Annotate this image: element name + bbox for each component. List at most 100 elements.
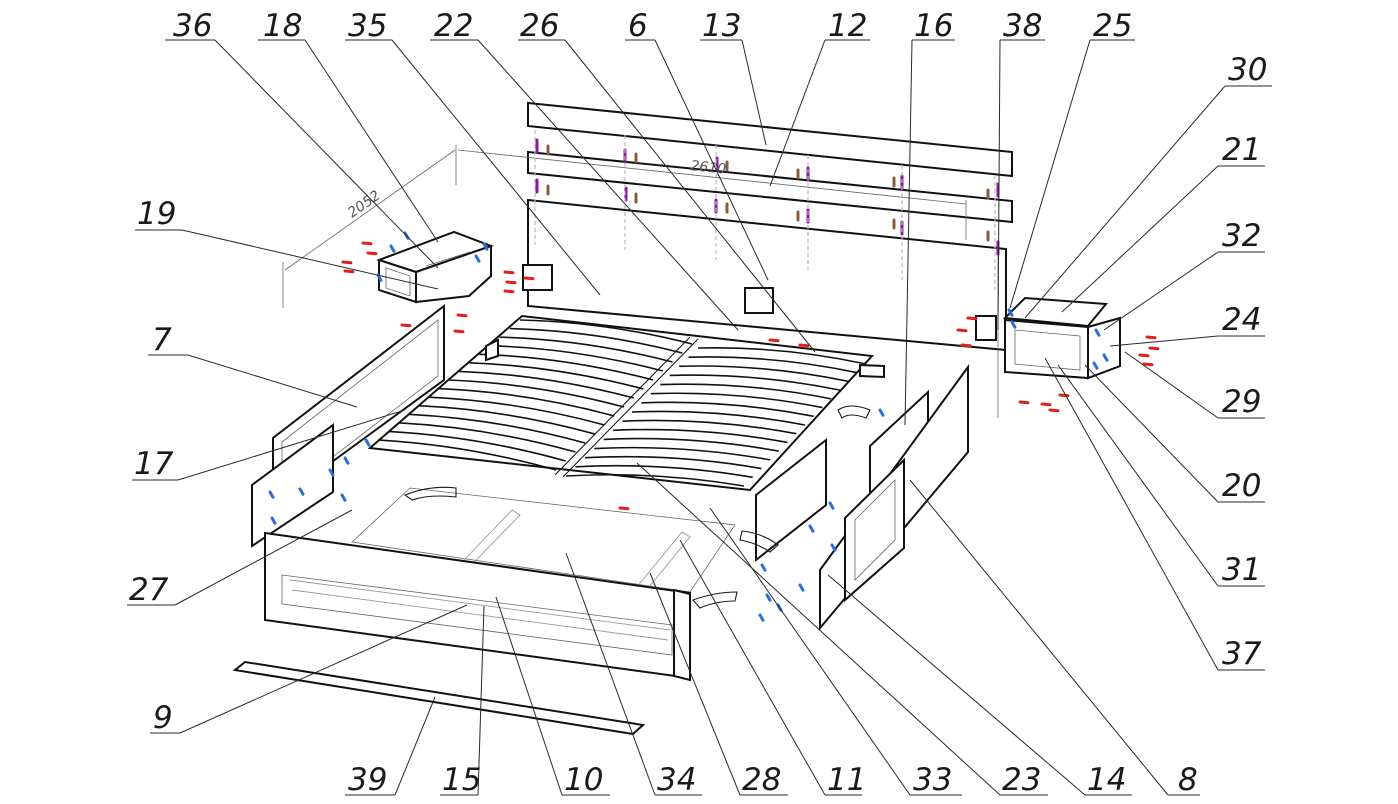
dowel-red bbox=[966, 316, 978, 321]
callout-36: 36 bbox=[173, 8, 212, 44]
dowel-red bbox=[1058, 393, 1070, 398]
dowel-red bbox=[341, 260, 353, 265]
callout-labels: 36 18 35 22 26 6 13 12 16 38 25 30 21 32… bbox=[129, 8, 1267, 798]
connector-blue bbox=[1010, 320, 1017, 329]
callout-15: 15 bbox=[442, 762, 481, 798]
slat-left bbox=[459, 370, 634, 399]
slat-left bbox=[499, 336, 673, 363]
slat-right bbox=[650, 392, 823, 409]
connector-blue bbox=[830, 543, 837, 552]
bedside-cabinet-left bbox=[375, 230, 494, 304]
callout-37: 37 bbox=[1222, 636, 1262, 672]
dowel-red bbox=[1048, 408, 1060, 413]
leader-lines bbox=[127, 39, 1272, 796]
callout-39: 39 bbox=[348, 762, 387, 798]
slat-right bbox=[622, 419, 797, 435]
slat-left bbox=[479, 353, 654, 381]
callout-9: 9 bbox=[153, 700, 173, 736]
callout-22: 22 bbox=[434, 8, 473, 44]
callout-25: 25 bbox=[1093, 8, 1132, 44]
side-rail-right bbox=[819, 363, 969, 631]
slat-left bbox=[519, 319, 693, 345]
callout-19: 19 bbox=[137, 196, 176, 232]
connector-blue bbox=[376, 273, 383, 282]
slat-right bbox=[603, 437, 779, 452]
slat-right bbox=[613, 428, 788, 444]
slat-left bbox=[377, 439, 557, 471]
dowel-red bbox=[956, 328, 968, 333]
dowel-red bbox=[453, 329, 465, 334]
dowel-red bbox=[960, 343, 972, 348]
callout-31: 31 bbox=[1222, 552, 1261, 588]
fasteners bbox=[268, 130, 1160, 622]
dowel-red bbox=[503, 289, 515, 294]
connector-blue bbox=[389, 244, 396, 253]
slat-left bbox=[438, 387, 615, 417]
connector-blue bbox=[343, 456, 350, 465]
callout-29: 29 bbox=[1222, 384, 1261, 420]
dowel-red bbox=[1040, 402, 1052, 407]
slat-left bbox=[418, 404, 596, 435]
connector-blue bbox=[1094, 328, 1101, 337]
connector-blue bbox=[298, 487, 305, 496]
dowel-red bbox=[1145, 335, 1157, 340]
callout-28: 28 bbox=[742, 762, 781, 798]
callout-21: 21 bbox=[1222, 132, 1261, 168]
callout-16: 16 bbox=[914, 8, 953, 44]
slat-left bbox=[509, 327, 683, 354]
callout-38: 38 bbox=[1003, 8, 1042, 44]
connector-blue bbox=[798, 583, 805, 592]
callout-30: 30 bbox=[1228, 52, 1267, 88]
footboard-front bbox=[264, 531, 691, 682]
connector-blue bbox=[765, 593, 772, 602]
connector-blue bbox=[1007, 308, 1014, 317]
dowel-red bbox=[523, 276, 535, 281]
slat-right bbox=[631, 410, 806, 426]
callout-27: 27 bbox=[129, 572, 169, 608]
callout-17: 17 bbox=[134, 446, 174, 482]
dowel-red bbox=[400, 323, 412, 328]
slat-left bbox=[408, 413, 586, 444]
callout-14: 14 bbox=[1087, 762, 1126, 798]
callout-7: 7 bbox=[152, 322, 172, 358]
callout-20: 20 bbox=[1222, 468, 1261, 504]
connector-blue bbox=[364, 438, 371, 447]
callout-26: 26 bbox=[520, 8, 559, 44]
dowel-red bbox=[1138, 353, 1150, 358]
dowel-red bbox=[618, 506, 630, 511]
callout-13: 13 bbox=[702, 8, 741, 44]
dowel-red bbox=[1148, 346, 1160, 351]
dowel-red bbox=[768, 338, 780, 343]
slat-left bbox=[428, 396, 605, 426]
callout-24: 24 bbox=[1222, 302, 1261, 338]
callout-18: 18 bbox=[263, 8, 302, 44]
slat-left bbox=[469, 362, 644, 390]
callout-11: 11 bbox=[827, 762, 866, 798]
connector-blue bbox=[808, 524, 815, 533]
connector-blue bbox=[270, 516, 277, 525]
connector-blue bbox=[1102, 353, 1109, 362]
dowel-red bbox=[343, 269, 355, 274]
connector-blue bbox=[828, 501, 835, 510]
slat-right bbox=[660, 383, 832, 400]
slat-right bbox=[679, 365, 849, 383]
connector-blue bbox=[1092, 361, 1099, 370]
slat-left bbox=[388, 430, 566, 462]
connector-blue bbox=[760, 563, 767, 572]
dowel-red bbox=[366, 251, 378, 256]
slatted-base bbox=[367, 314, 885, 492]
connector-blue bbox=[340, 493, 347, 502]
callout-33: 33 bbox=[913, 762, 952, 798]
dowel-red bbox=[505, 280, 517, 285]
headboard-rail-top bbox=[527, 101, 1013, 178]
slat-right bbox=[565, 473, 745, 487]
slat-right bbox=[584, 455, 762, 470]
slats bbox=[377, 319, 867, 487]
dowel-red bbox=[456, 313, 468, 318]
dowel-red bbox=[1142, 362, 1154, 367]
slat-left bbox=[398, 422, 576, 453]
slat-right bbox=[641, 401, 814, 418]
center-beam bbox=[755, 437, 827, 563]
callout-23: 23 bbox=[1002, 762, 1041, 798]
